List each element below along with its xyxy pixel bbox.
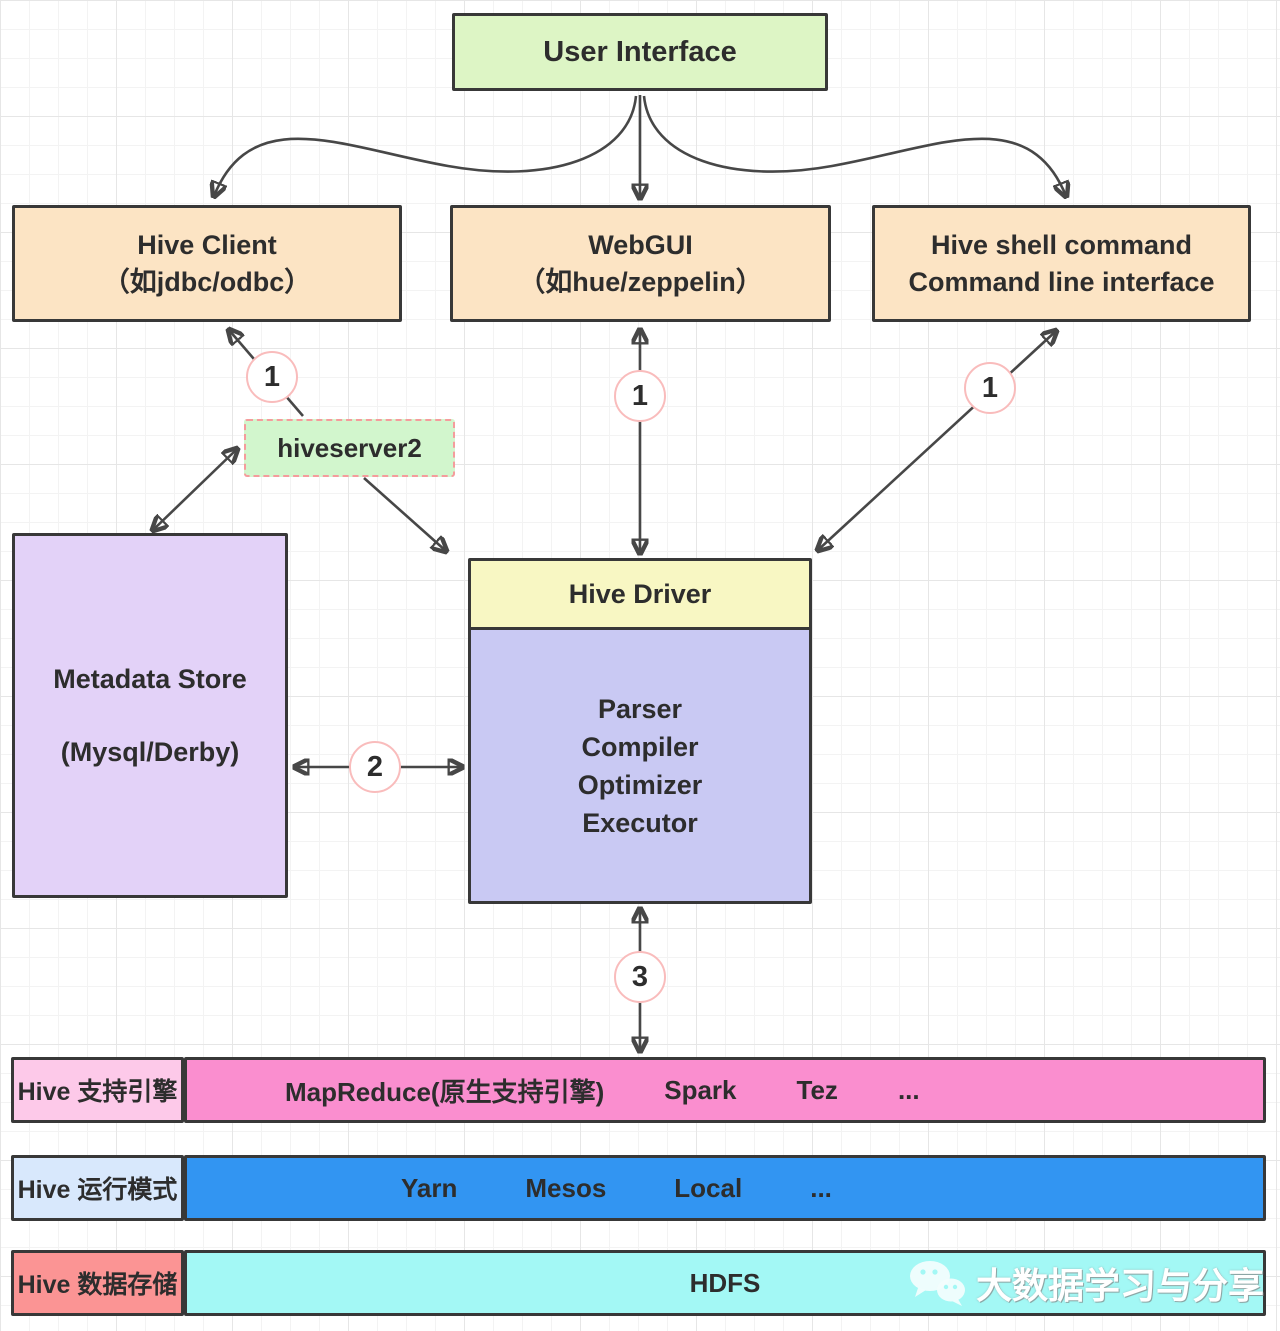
storage-item-hdfs: HDFS	[689, 1267, 761, 1298]
step-badge-1-client: 1	[246, 351, 298, 403]
layer-label-engines: Hive 支持引擎	[11, 1057, 184, 1123]
hive-client-box: Hive Client （如jdbc/odbc）	[12, 205, 402, 322]
engine-item-tez: Tez	[796, 1074, 838, 1105]
layer-label-text: Hive 支持引擎	[17, 1078, 178, 1106]
driver-component-parser: Parser	[597, 693, 683, 724]
hiveserver2-box: hiveserver2	[244, 419, 455, 477]
step-badge-3-engine: 3	[614, 951, 666, 1003]
driver-component-optimizer: Optimizer	[577, 769, 703, 800]
hive-driver-box: Hive Driver Parser Compiler Optimizer Ex…	[468, 558, 812, 904]
hive-client-title: Hive Client	[137, 229, 277, 260]
metadata-store-box: Metadata Store (Mysql/Derby)	[12, 533, 288, 898]
webgui-title: WebGUI	[588, 229, 693, 260]
hive-shell-title: Hive shell command	[930, 229, 1193, 260]
webgui-box: WebGUI （如hue/zeppelin）	[450, 205, 831, 322]
layer-label-text: Hive 运行模式	[17, 1176, 178, 1204]
arrow-ui-to-hive-client	[214, 95, 638, 196]
metadata-store-subtitle: (Mysql/Derby)	[60, 736, 240, 767]
user-interface-box: User Interface	[452, 13, 828, 91]
step-badge-label: 3	[631, 960, 649, 993]
engine-item-spark: Spark	[664, 1074, 737, 1105]
mode-item-mesos: Mesos	[525, 1172, 607, 1203]
arrow-shell-driver	[818, 331, 1056, 550]
layer-row-modes: Yarn Mesos Local ...	[184, 1155, 1266, 1221]
layer-label-modes: Hive 运行模式	[11, 1155, 184, 1221]
step-badge-1-shell: 1	[964, 362, 1016, 414]
mode-item-more: ...	[810, 1172, 832, 1203]
mode-item-local: Local	[674, 1172, 743, 1203]
wechat-icon	[910, 1261, 965, 1306]
mode-item-yarn: Yarn	[401, 1172, 458, 1203]
arrow-ui-to-hive-shell	[642, 95, 1066, 196]
hive-shell-box: Hive shell command Command line interfac…	[872, 205, 1251, 322]
step-badge-2-metadata: 2	[349, 741, 401, 793]
webgui-subtitle: （如hue/zeppelin）	[518, 266, 763, 297]
step-badge-label: 1	[981, 371, 999, 404]
step-badge-label: 2	[366, 750, 384, 783]
step-badge-1-webgui: 1	[614, 370, 666, 422]
hive-client-subtitle: （如jdbc/odbc）	[102, 266, 312, 297]
metadata-store-title: Metadata Store	[53, 663, 247, 694]
layer-row-engines: MapReduce(原生支持引擎) Spark Tez ...	[184, 1057, 1266, 1123]
hive-driver-header: Hive Driver	[471, 561, 809, 630]
step-badge-label: 1	[631, 379, 649, 412]
hiveserver2-label: hiveserver2	[277, 432, 422, 463]
hive-driver-title: Hive Driver	[568, 578, 712, 609]
step-badge-label: 1	[263, 360, 281, 393]
watermark: 大数据学习与分享	[906, 1260, 1264, 1306]
engine-item-more: ...	[897, 1074, 920, 1105]
watermark-text: 大数据学习与分享	[976, 1265, 1265, 1306]
user-interface-label: User Interface	[543, 35, 737, 68]
engine-item-mapreduce: MapReduce(原生支持引擎)	[285, 1076, 605, 1107]
arrow-hiveserver2-driver	[363, 477, 446, 551]
layer-label-text: Hive 数据存储	[17, 1271, 178, 1299]
arrow-hiveserver2-metadata	[153, 449, 237, 530]
layer-row-storage: HDFS	[184, 1250, 1266, 1316]
driver-component-executor: Executor	[582, 807, 698, 838]
driver-component-compiler: Compiler	[581, 731, 699, 762]
hive-driver-body: Parser Compiler Optimizer Executor	[471, 630, 809, 901]
hive-shell-subtitle: Command line interface	[908, 266, 1215, 297]
layer-label-storage: Hive 数据存储	[11, 1250, 184, 1316]
